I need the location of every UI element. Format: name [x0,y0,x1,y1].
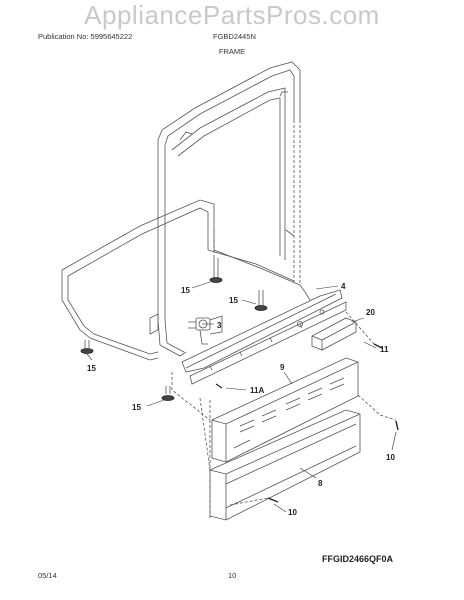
frame-assembly [61,61,311,361]
publication-number: Publication No: 5995645222 [38,32,133,41]
callout-15: 15 [87,364,96,373]
watermark: AppliancePartsPros.com [84,0,380,30]
leveling-leg-front [161,386,175,401]
callout-15: 15 [181,286,190,295]
leveling-leg-mid [254,290,268,311]
callout-9: 9 [280,363,285,372]
diagram-code: FFGID2466QF0A [322,554,394,564]
callout-15: 15 [229,296,238,305]
callout-4: 4 [341,282,346,291]
callout-8: 8 [318,479,323,488]
callout-3: 3 [217,321,222,330]
screws [215,343,399,503]
leveling-leg-left [80,340,94,354]
footer-date: 05/14 [38,571,57,580]
callout-15: 15 [132,403,141,412]
callout-10: 10 [288,508,297,517]
leader-lines [86,281,397,513]
footer-page-number: 10 [228,571,237,580]
leveling-leg-upper [209,258,223,283]
callout-10: 10 [386,453,395,462]
assembly-lines [171,230,397,520]
model-number: FGBD2445N [213,32,256,41]
front-rail [181,289,347,385]
callout-20: 20 [366,308,375,317]
kickplate [211,357,359,463]
kickplate-trim [209,409,361,521]
bracket [311,317,357,351]
section-title: FRAME [218,47,246,56]
callout-11a: 11A [250,386,264,395]
leveler-assembly [188,315,223,345]
callout-11: 11 [380,345,389,354]
